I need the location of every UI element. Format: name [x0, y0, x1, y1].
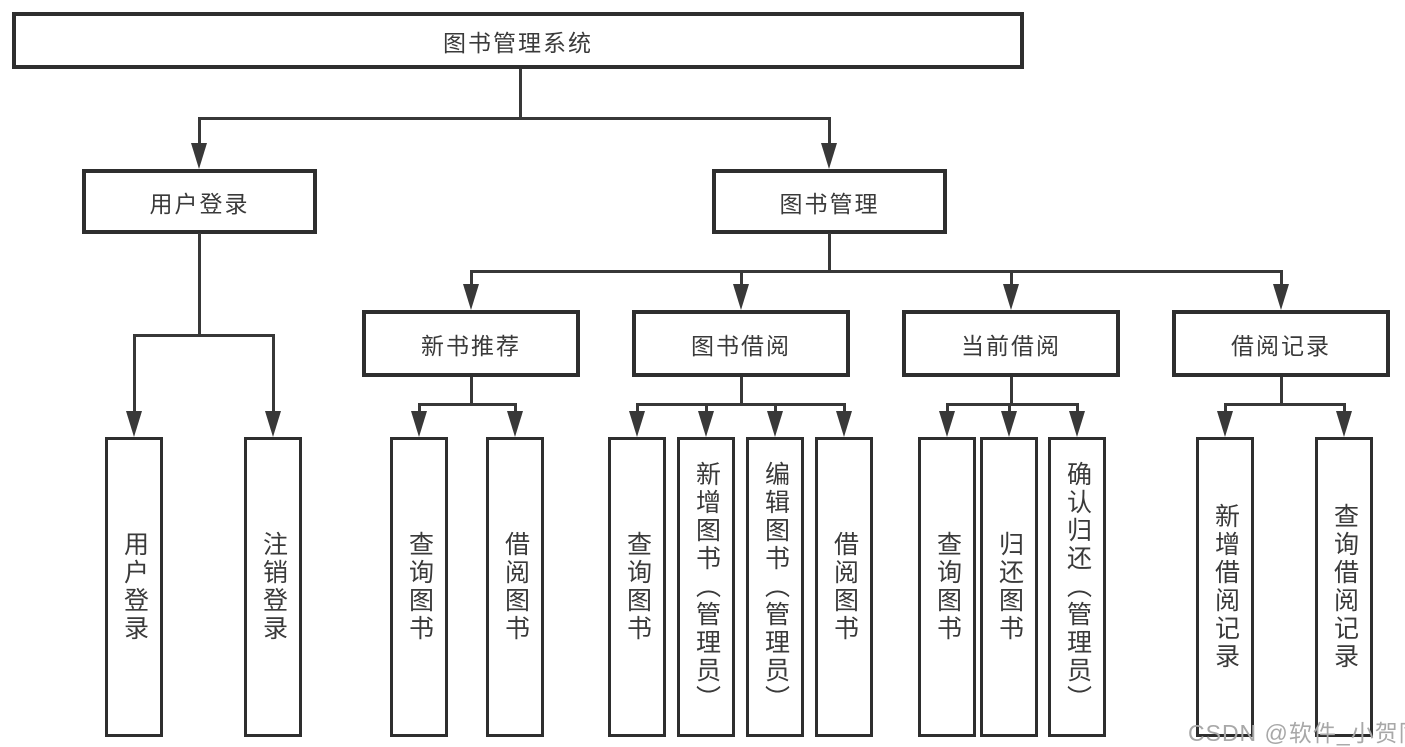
- arrow-down-icon: [126, 411, 142, 437]
- leaf-return-book: 归还图书: [980, 437, 1038, 737]
- connector-bookmgmt-drop-3: [1010, 270, 1013, 284]
- csdn-watermark: CSDN @软件_小贺同学: [1188, 720, 1405, 746]
- leaf-add-book-admin: 新增图书（管理员）: [677, 437, 735, 737]
- connector-records-stem: [1280, 377, 1283, 406]
- connector-borrowing-stem: [740, 377, 743, 406]
- leaf-add-borrow-record-label: 新增借阅记录: [1211, 503, 1240, 671]
- leaf-confirm-return-admin: 确认归还（管理员）: [1048, 437, 1106, 737]
- leaf-logout: 注销登录: [244, 437, 302, 737]
- arrow-down-icon: [1001, 411, 1017, 437]
- connector-root-stem: [519, 69, 522, 119]
- connector-current-drop-1: [946, 403, 949, 411]
- node-root-label: 图书管理系统: [443, 29, 593, 56]
- arrow-down-icon: [507, 411, 523, 437]
- leaf-logout-label: 注销登录: [259, 531, 288, 643]
- leaf-borrow-books-borrowing-label: 借阅图书: [830, 531, 859, 643]
- node-book-management: 图书管理: [712, 169, 947, 234]
- connector-recommend-branch: [418, 403, 517, 406]
- leaf-user-login: 用户登录: [105, 437, 163, 737]
- arrow-down-icon: [733, 284, 749, 310]
- arrow-down-icon: [1003, 284, 1019, 310]
- connector-records-drop-2: [1343, 403, 1346, 411]
- arrow-down-icon: [191, 143, 207, 169]
- connector-userlogin-drop-2: [272, 334, 275, 411]
- leaf-query-books-current: 查询图书: [918, 437, 976, 737]
- connector-recommend-drop-1: [418, 403, 421, 411]
- node-borrowing-records: 借阅记录: [1172, 310, 1390, 377]
- leaf-query-books-borrowing: 查询图书: [608, 437, 666, 737]
- connector-userlogin-stem: [198, 233, 201, 336]
- leaf-add-borrow-record: 新增借阅记录: [1196, 437, 1254, 737]
- leaf-edit-book-admin-label: 编辑图书（管理员）: [761, 461, 790, 713]
- connector-root-branch: [198, 117, 831, 120]
- connector-userlogin-branch: [133, 334, 275, 337]
- node-borrowing-records-label: 借阅记录: [1231, 332, 1331, 359]
- leaf-query-books-recommend-label: 查询图书: [405, 531, 434, 643]
- connector-root-drop-right: [828, 117, 831, 143]
- connector-borrowing-drop-2: [705, 403, 708, 411]
- arrow-down-icon: [767, 411, 783, 437]
- leaf-return-book-label: 归还图书: [995, 531, 1024, 643]
- connector-root-drop-left: [198, 117, 201, 143]
- connector-current-drop-3: [1076, 403, 1079, 411]
- connector-current-branch: [946, 403, 1079, 406]
- connector-borrowing-drop-4: [843, 403, 846, 411]
- connector-current-drop-2: [1008, 403, 1011, 411]
- arrow-down-icon: [1217, 411, 1233, 437]
- connector-bookmgmt-drop-4: [1280, 270, 1283, 284]
- leaf-query-borrow-record: 查询借阅记录: [1315, 437, 1373, 737]
- connector-records-branch: [1224, 403, 1346, 406]
- arrow-down-icon: [463, 284, 479, 310]
- connector-current-stem: [1010, 377, 1013, 406]
- leaf-query-borrow-record-label: 查询借阅记录: [1330, 503, 1359, 671]
- leaf-borrow-books-recommend: 借阅图书: [486, 437, 544, 737]
- arrow-down-icon: [698, 411, 714, 437]
- node-book-borrowing-label: 图书借阅: [691, 332, 791, 359]
- leaf-query-books-borrowing-label: 查询图书: [623, 531, 652, 643]
- connector-borrowing-branch: [636, 403, 846, 406]
- node-new-book-recommendation: 新书推荐: [362, 310, 580, 377]
- leaf-confirm-return-admin-label: 确认归还（管理员）: [1063, 461, 1092, 713]
- arrow-down-icon: [1336, 411, 1352, 437]
- node-book-borrowing: 图书借阅: [632, 310, 850, 377]
- leaf-borrow-books-borrowing: 借阅图书: [815, 437, 873, 737]
- leaf-user-login-label: 用户登录: [120, 531, 149, 643]
- connector-recommend-stem: [470, 377, 473, 406]
- arrow-down-icon: [939, 411, 955, 437]
- node-book-management-label: 图书管理: [779, 190, 880, 217]
- node-new-book-recommendation-label: 新书推荐: [421, 332, 521, 359]
- arrow-down-icon: [836, 411, 852, 437]
- node-user-login: 用户登录: [82, 169, 317, 234]
- leaf-query-books-recommend: 查询图书: [390, 437, 448, 737]
- connector-userlogin-drop-1: [133, 334, 136, 411]
- leaf-add-book-admin-label: 新增图书（管理员）: [692, 461, 721, 713]
- node-library-management-system: 图书管理系统: [12, 12, 1024, 69]
- arrow-down-icon: [1069, 411, 1085, 437]
- connector-bookmgmt-drop-2: [740, 270, 743, 284]
- arrow-down-icon: [411, 411, 427, 437]
- node-current-borrowing: 当前借阅: [902, 310, 1120, 377]
- connector-borrowing-drop-1: [636, 403, 639, 411]
- connector-bookmgmt-stem: [828, 233, 831, 272]
- arrow-down-icon: [629, 411, 645, 437]
- connector-bookmgmt-drop-1: [470, 270, 473, 284]
- connector-borrowing-drop-3: [774, 403, 777, 411]
- arrow-down-icon: [821, 143, 837, 169]
- leaf-borrow-books-recommend-label: 借阅图书: [501, 531, 530, 643]
- arrow-down-icon: [265, 411, 281, 437]
- connector-records-drop-1: [1224, 403, 1227, 411]
- connector-bookmgmt-branch: [470, 270, 1283, 273]
- connector-recommend-drop-2: [514, 403, 517, 411]
- node-user-login-label: 用户登录: [149, 190, 250, 217]
- leaf-edit-book-admin: 编辑图书（管理员）: [746, 437, 804, 737]
- leaf-query-books-current-label: 查询图书: [933, 531, 962, 643]
- arrow-down-icon: [1273, 284, 1289, 310]
- node-current-borrowing-label: 当前借阅: [961, 332, 1061, 359]
